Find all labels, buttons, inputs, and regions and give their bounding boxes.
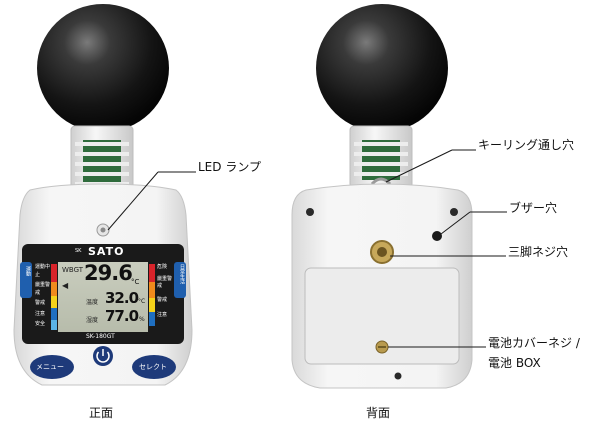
left-tab-label: 運動 bbox=[25, 266, 31, 276]
left-label-2: 警戒 bbox=[35, 300, 46, 306]
right-side-labels: 危険 厳重警戒 警戒 注意 bbox=[157, 264, 173, 320]
battery-cover-screw bbox=[375, 340, 389, 354]
brand-prefix: SK bbox=[75, 248, 82, 254]
left-label-3: 注意 bbox=[35, 310, 46, 317]
battery-cover bbox=[304, 267, 460, 365]
callout-battery-line1: 電池カバーネジ / bbox=[488, 336, 580, 350]
front-caption: 正面 bbox=[89, 406, 114, 420]
right-label-3: 注意 bbox=[157, 312, 168, 318]
lcd-speaker-icon: ◀ bbox=[62, 281, 69, 290]
lcd-humid-label: 湿度 bbox=[86, 317, 99, 324]
back-caption: 背面 bbox=[366, 406, 391, 420]
front-globe-sphere bbox=[37, 4, 169, 132]
front-sensor-stem bbox=[70, 125, 134, 197]
callout-tripod: 三脚ネジ穴 bbox=[508, 245, 569, 259]
front-level-strip-right bbox=[149, 264, 155, 326]
lcd-temp-value: 32.0 bbox=[105, 289, 139, 307]
left-label-4: 安全 bbox=[35, 321, 46, 327]
callout-key-ring: キーリング通し穴 bbox=[478, 138, 575, 152]
left-side-labels: 運動中止 厳重警戒 警戒 注意 安全 bbox=[35, 264, 51, 329]
key-ring-hole bbox=[370, 177, 392, 186]
back-globe-sphere bbox=[316, 4, 448, 132]
front-display-bezel bbox=[22, 244, 184, 344]
front-right-tab bbox=[174, 262, 186, 298]
menu-button[interactable] bbox=[30, 355, 74, 379]
back-screw-left bbox=[306, 208, 314, 216]
left-label-1: 厳重警戒 bbox=[35, 282, 51, 296]
menu-button-label: メニュー bbox=[36, 363, 64, 371]
callout-led-lamp: LED ランプ bbox=[198, 160, 261, 174]
callout-battery-line2: 電池 BOX bbox=[488, 356, 541, 370]
front-led-lamp bbox=[96, 223, 110, 237]
right-label-0: 危険 bbox=[157, 264, 168, 270]
back-sensor-stem bbox=[349, 125, 413, 189]
lcd-humid-value: 77.0 bbox=[105, 307, 139, 325]
brand-logo: SATO bbox=[88, 245, 125, 258]
lcd-temp-label: 温度 bbox=[86, 299, 99, 306]
buzzer-hole bbox=[432, 231, 442, 241]
right-tab-label: 日常生活 bbox=[179, 264, 185, 284]
lcd-wbgt-unit: °C bbox=[131, 278, 140, 286]
callout-line-buzzer bbox=[440, 211, 507, 235]
tripod-hole bbox=[370, 240, 394, 264]
right-label-1: 厳重警戒 bbox=[157, 275, 173, 290]
front-left-tab bbox=[20, 262, 32, 298]
callout-line-led bbox=[107, 171, 196, 231]
lcd-humid-unit: % bbox=[139, 316, 145, 323]
lcd-wbgt-label: WBGT bbox=[62, 266, 84, 274]
power-button[interactable] bbox=[93, 346, 113, 366]
select-button-label: セレクト bbox=[139, 363, 167, 371]
model-label: SK-180GT bbox=[86, 333, 115, 340]
back-screw-right bbox=[450, 208, 458, 216]
lcd-wbgt-value: 29.6 bbox=[84, 261, 133, 285]
left-label-0: 運動中止 bbox=[35, 264, 51, 278]
back-bottom-hole bbox=[394, 372, 402, 380]
callout-buzzer: ブザー穴 bbox=[509, 201, 558, 215]
callout-line-keyring bbox=[385, 149, 476, 183]
right-label-2: 警戒 bbox=[157, 296, 168, 303]
select-button[interactable] bbox=[132, 355, 176, 379]
front-level-strip-left bbox=[51, 264, 57, 330]
lcd-temp-unit: °C bbox=[138, 298, 146, 305]
